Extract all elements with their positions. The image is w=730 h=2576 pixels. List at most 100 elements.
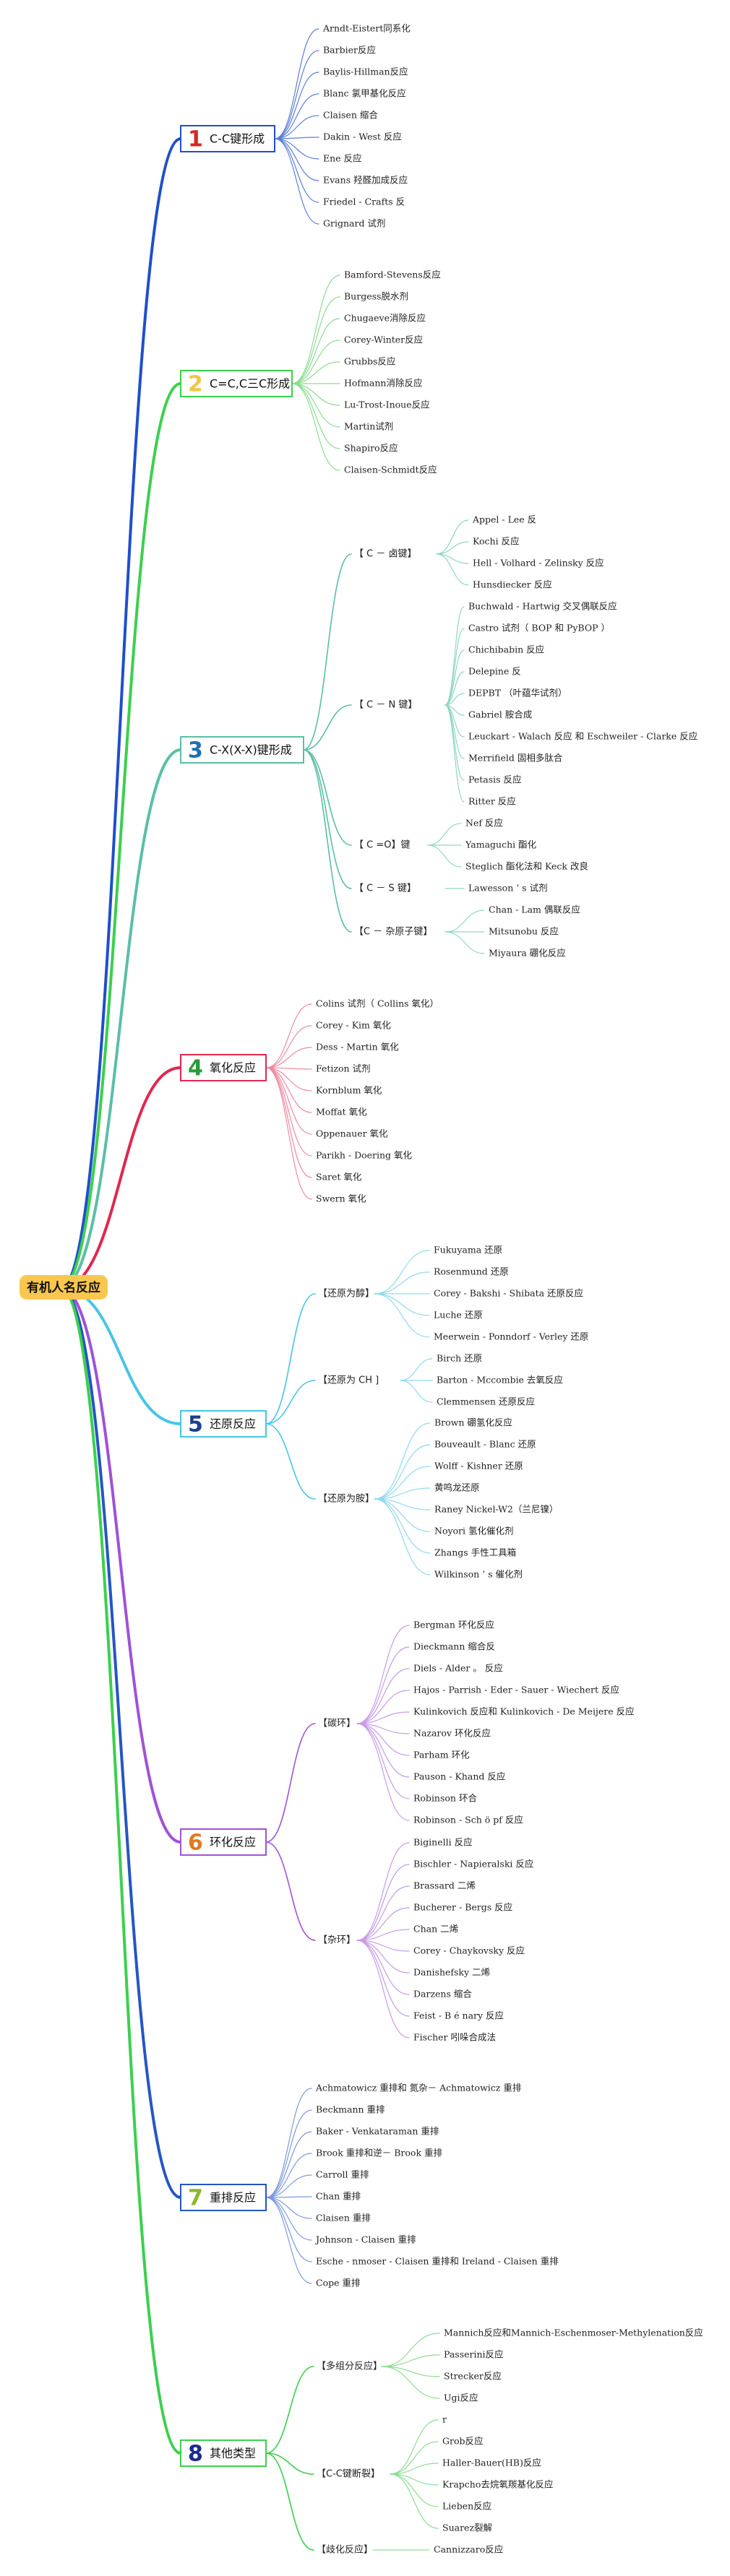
connector — [427, 823, 462, 846]
root-node[interactable]: 有机人名反应 — [20, 1275, 108, 1300]
connector — [303, 749, 352, 846]
connector — [265, 1067, 312, 1070]
connector — [356, 1940, 410, 1974]
branch-label: C-X(X-X)键形成 — [210, 743, 292, 757]
connector — [265, 1047, 312, 1068]
reaction-item: Leuckart - Walach 反应 和 Eschweiler - Clar… — [468, 731, 697, 742]
reaction-item: Kochi 反应 — [473, 536, 520, 547]
connector — [265, 2131, 312, 2198]
connector — [291, 296, 340, 384]
reaction-item: Dess - Martin 氧化 — [316, 1042, 399, 1053]
connector — [390, 2441, 439, 2475]
reaction-item: Beckmann 重排 — [316, 2104, 385, 2115]
connector — [274, 72, 319, 139]
connector — [291, 383, 340, 471]
reaction-item: Ritter 反应 — [468, 796, 516, 807]
connector — [356, 1907, 410, 1941]
connector — [59, 1287, 182, 2455]
reaction-item: Zhangs 手性工具箱 — [434, 1547, 516, 1558]
reaction-item: Chichibabin 反应 — [468, 644, 544, 655]
reaction-item: Robinson 环合 — [413, 1793, 477, 1804]
reaction-item: Delepine 反 — [468, 666, 521, 677]
reaction-item: Wilkinson ’ s 催化剂 — [434, 1569, 523, 1580]
connector — [265, 1293, 316, 1425]
reaction-item: Friedel - Crafts 反 — [323, 196, 405, 207]
connector — [265, 1067, 312, 1157]
connector — [265, 2197, 312, 2241]
reaction-item: Cannizzaro反应 — [434, 2544, 503, 2555]
connector — [303, 553, 352, 751]
connector — [356, 1723, 410, 1778]
branch-label: 其他类型 — [210, 2447, 256, 2460]
reaction-item: Petasis 反应 — [468, 774, 522, 785]
reaction-item: Mannich反应和Mannich-Eschenmoser-Methylenat… — [444, 2328, 703, 2338]
reaction-item: Strecker反应 — [444, 2371, 502, 2382]
reaction-item: Ugi反应 — [444, 2393, 478, 2403]
reaction-item: Evans 羟醛加成反应 — [323, 175, 408, 186]
reaction-item: Brassard 二烯 — [413, 1880, 476, 1891]
reaction-item: Chan - Lam 偶联反应 — [489, 904, 580, 915]
reaction-item: r — [442, 2414, 447, 2425]
connector — [265, 2197, 312, 2262]
branch-number: 3 — [188, 738, 203, 764]
connector — [59, 382, 182, 1289]
reaction-item: 黄鸣龙还原 — [434, 1482, 480, 1493]
connector — [390, 2473, 439, 2507]
reaction-item: Nef 反应 — [465, 818, 503, 829]
group-label: 【C － 杂原子键】 — [354, 927, 432, 938]
connector — [390, 2473, 439, 2486]
reaction-item: Kulinkovich 反应和 Kulinkovich - De Meijere… — [413, 1706, 635, 1717]
connector — [445, 628, 465, 706]
reaction-item: Grubbs反应 — [344, 356, 395, 367]
reaction-item: Claisen 缩合 — [323, 110, 378, 121]
connector — [265, 2366, 314, 2454]
branch-number: 1 — [188, 127, 203, 152]
reaction-item: Chugaeve消除反应 — [344, 313, 426, 324]
connector — [374, 1293, 430, 1338]
connector — [374, 1271, 430, 1295]
connector — [291, 340, 340, 384]
connector — [356, 1723, 410, 1799]
connector — [59, 137, 182, 1289]
connector — [59, 1287, 182, 1844]
reaction-item: Rosenmund 还原 — [434, 1266, 509, 1277]
connector — [445, 671, 465, 706]
group-label: 【多组分反应】 — [317, 2361, 382, 2372]
reaction-item: Hajos - Parrish - Eder - Sauer - Wiecher… — [413, 1685, 619, 1695]
reaction-item: Corey - Kim 氧化 — [316, 1020, 391, 1031]
branch-number: 4 — [188, 1056, 203, 1081]
reaction-item: Bergman 环化反应 — [413, 1620, 494, 1630]
connector — [445, 704, 465, 803]
connector — [445, 909, 485, 933]
connector — [427, 844, 462, 868]
reaction-item: Darzens 缩合 — [413, 1989, 472, 2000]
connector — [356, 1885, 410, 1941]
connector — [374, 1498, 431, 1576]
branch-node[interactable]: 3 C-X(X-X)键形成 — [180, 736, 304, 764]
branch-number: 2 — [188, 372, 203, 397]
reaction-item: Dakin - West 反应 — [323, 131, 402, 142]
reaction-item: Achmatowicz 重排和 氮杂－ Achmatowicz 重排 — [315, 2083, 522, 2093]
connector — [356, 1723, 410, 1734]
connector — [374, 1444, 431, 1500]
reaction-item: Brook 重排和逆－ Brook 重排 — [316, 2148, 442, 2158]
reaction-item: Lu-Trost-Inoue反应 — [344, 399, 430, 410]
connector — [445, 704, 465, 781]
connector — [356, 1940, 410, 2039]
connector — [356, 1625, 410, 1724]
group-label: 【C-C键断裂】 — [317, 2469, 380, 2480]
reaction-item: Oppenauer 氧化 — [316, 1128, 388, 1139]
reaction-item: Lawesson ’ s 试剂 — [468, 883, 548, 894]
connector — [381, 2354, 440, 2367]
reaction-item: Bamford-Stevens反应 — [344, 269, 441, 280]
reaction-item: Robinson - Sch ö pf 反应 — [413, 1815, 523, 1825]
reaction-item: Diels - Alder 。 反应 — [413, 1663, 503, 1674]
